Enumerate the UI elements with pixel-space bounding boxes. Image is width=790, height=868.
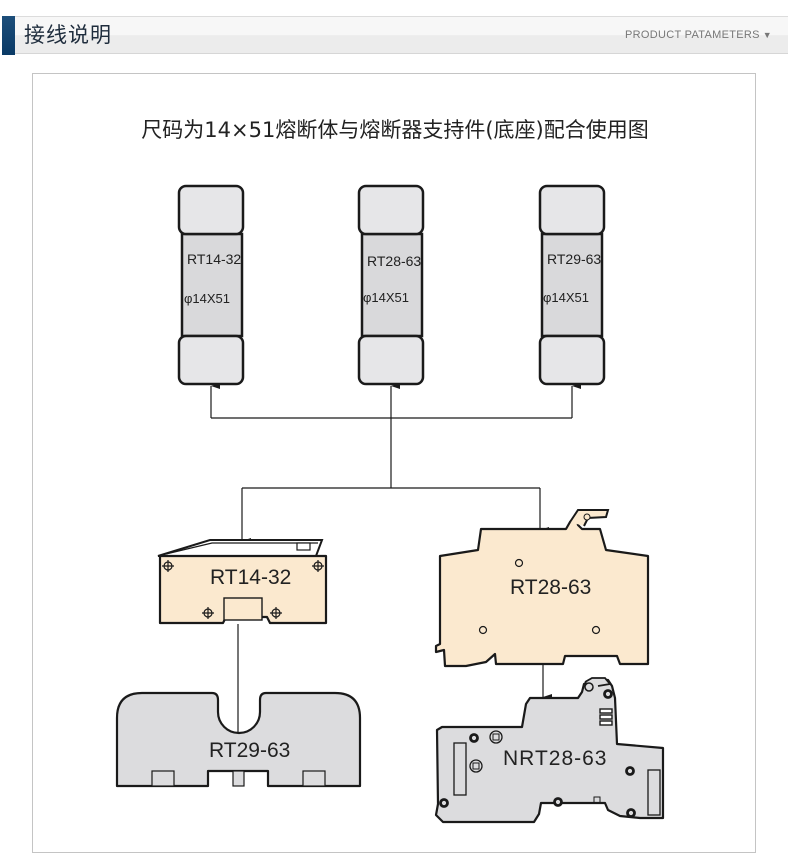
- holder-rt28-63: RT28-63: [434, 509, 650, 668]
- holder-model-label: RT14-32: [210, 566, 291, 589]
- fuse-model-label: RT14-32: [187, 251, 241, 267]
- fuse-rt14-32: RT14-32 φ14X51: [177, 184, 245, 386]
- small-square: [593, 796, 601, 804]
- clip-hole: [584, 682, 594, 692]
- screw-holes: [439, 689, 636, 818]
- screw-terminal: [469, 759, 483, 773]
- holder-body: [434, 514, 650, 668]
- diagram-frame: [32, 73, 756, 853]
- fuse-top-cap: [538, 184, 606, 236]
- holder-body: [158, 554, 328, 625]
- indicator-lines: [599, 708, 613, 726]
- fuse-body: [360, 232, 424, 338]
- mounting-hole: [478, 625, 488, 635]
- fuse-model-label: RT29-63: [547, 251, 601, 267]
- diagram-title: 尺码为14×51熔断体与熔断器支持件(底座)配合使用图: [141, 118, 649, 142]
- connector-lines: [210, 383, 581, 741]
- holder-slot: [223, 597, 263, 621]
- holder-model-label: RT29-63: [209, 739, 290, 762]
- holder-model-label: NRT28-63: [503, 747, 608, 770]
- product-parameters-link[interactable]: PRODUCT PATAMETERS▼: [625, 29, 772, 41]
- lid-edge: [165, 542, 318, 555]
- header-accent-bar: [2, 16, 15, 55]
- holder-model-label: RT28-63: [510, 576, 591, 599]
- clip-hole: [583, 513, 591, 521]
- holder-rt29-63: RT29-63: [115, 691, 362, 788]
- holder-rt14-32: RT14-32: [157, 539, 328, 625]
- lid-window: [296, 542, 311, 551]
- fuse-rt28-63: RT28-63 φ14X51: [357, 184, 425, 386]
- holder-nrt28-63: NRT28-63: [434, 677, 665, 824]
- fuse-size-label: φ14X51: [543, 290, 589, 305]
- screw-terminal-square: [492, 733, 500, 741]
- screw-terminal: [489, 730, 503, 744]
- fuse-bottom-cap: [357, 334, 425, 386]
- product-parameters-label: PRODUCT PATAMETERS: [625, 29, 760, 41]
- fuse-top-cap: [177, 184, 245, 236]
- fuse-bottom-cap: [177, 334, 245, 386]
- terminal-slot: [232, 770, 245, 787]
- fuse-bottom-cap: [538, 334, 606, 386]
- fuse-body: [180, 232, 244, 338]
- mounting-hole: [514, 558, 524, 568]
- fuse-size-label: φ14X51: [184, 291, 230, 306]
- section-title: 接线说明: [24, 23, 112, 47]
- holder-clip: [584, 677, 612, 687]
- label-window: [453, 742, 467, 796]
- triangle-down-icon: ▼: [762, 30, 772, 40]
- holder-body: [115, 691, 362, 788]
- fuse-size-label: φ14X51: [363, 290, 409, 305]
- mounting-hole: [591, 625, 601, 635]
- fuse-model-label: RT28-63: [367, 253, 421, 269]
- fuse-body: [540, 232, 604, 338]
- crosshair-icons: [162, 560, 324, 619]
- section-header: 接线说明 PRODUCT PATAMETERS▼: [2, 16, 788, 55]
- label-window: [647, 769, 661, 816]
- fuse-top-cap: [357, 184, 425, 236]
- fuse-rt29-63: RT29-63 φ14X51: [538, 184, 606, 386]
- terminal-slot: [151, 770, 175, 787]
- screw-terminal-square: [472, 762, 480, 770]
- terminal-slot: [302, 770, 326, 787]
